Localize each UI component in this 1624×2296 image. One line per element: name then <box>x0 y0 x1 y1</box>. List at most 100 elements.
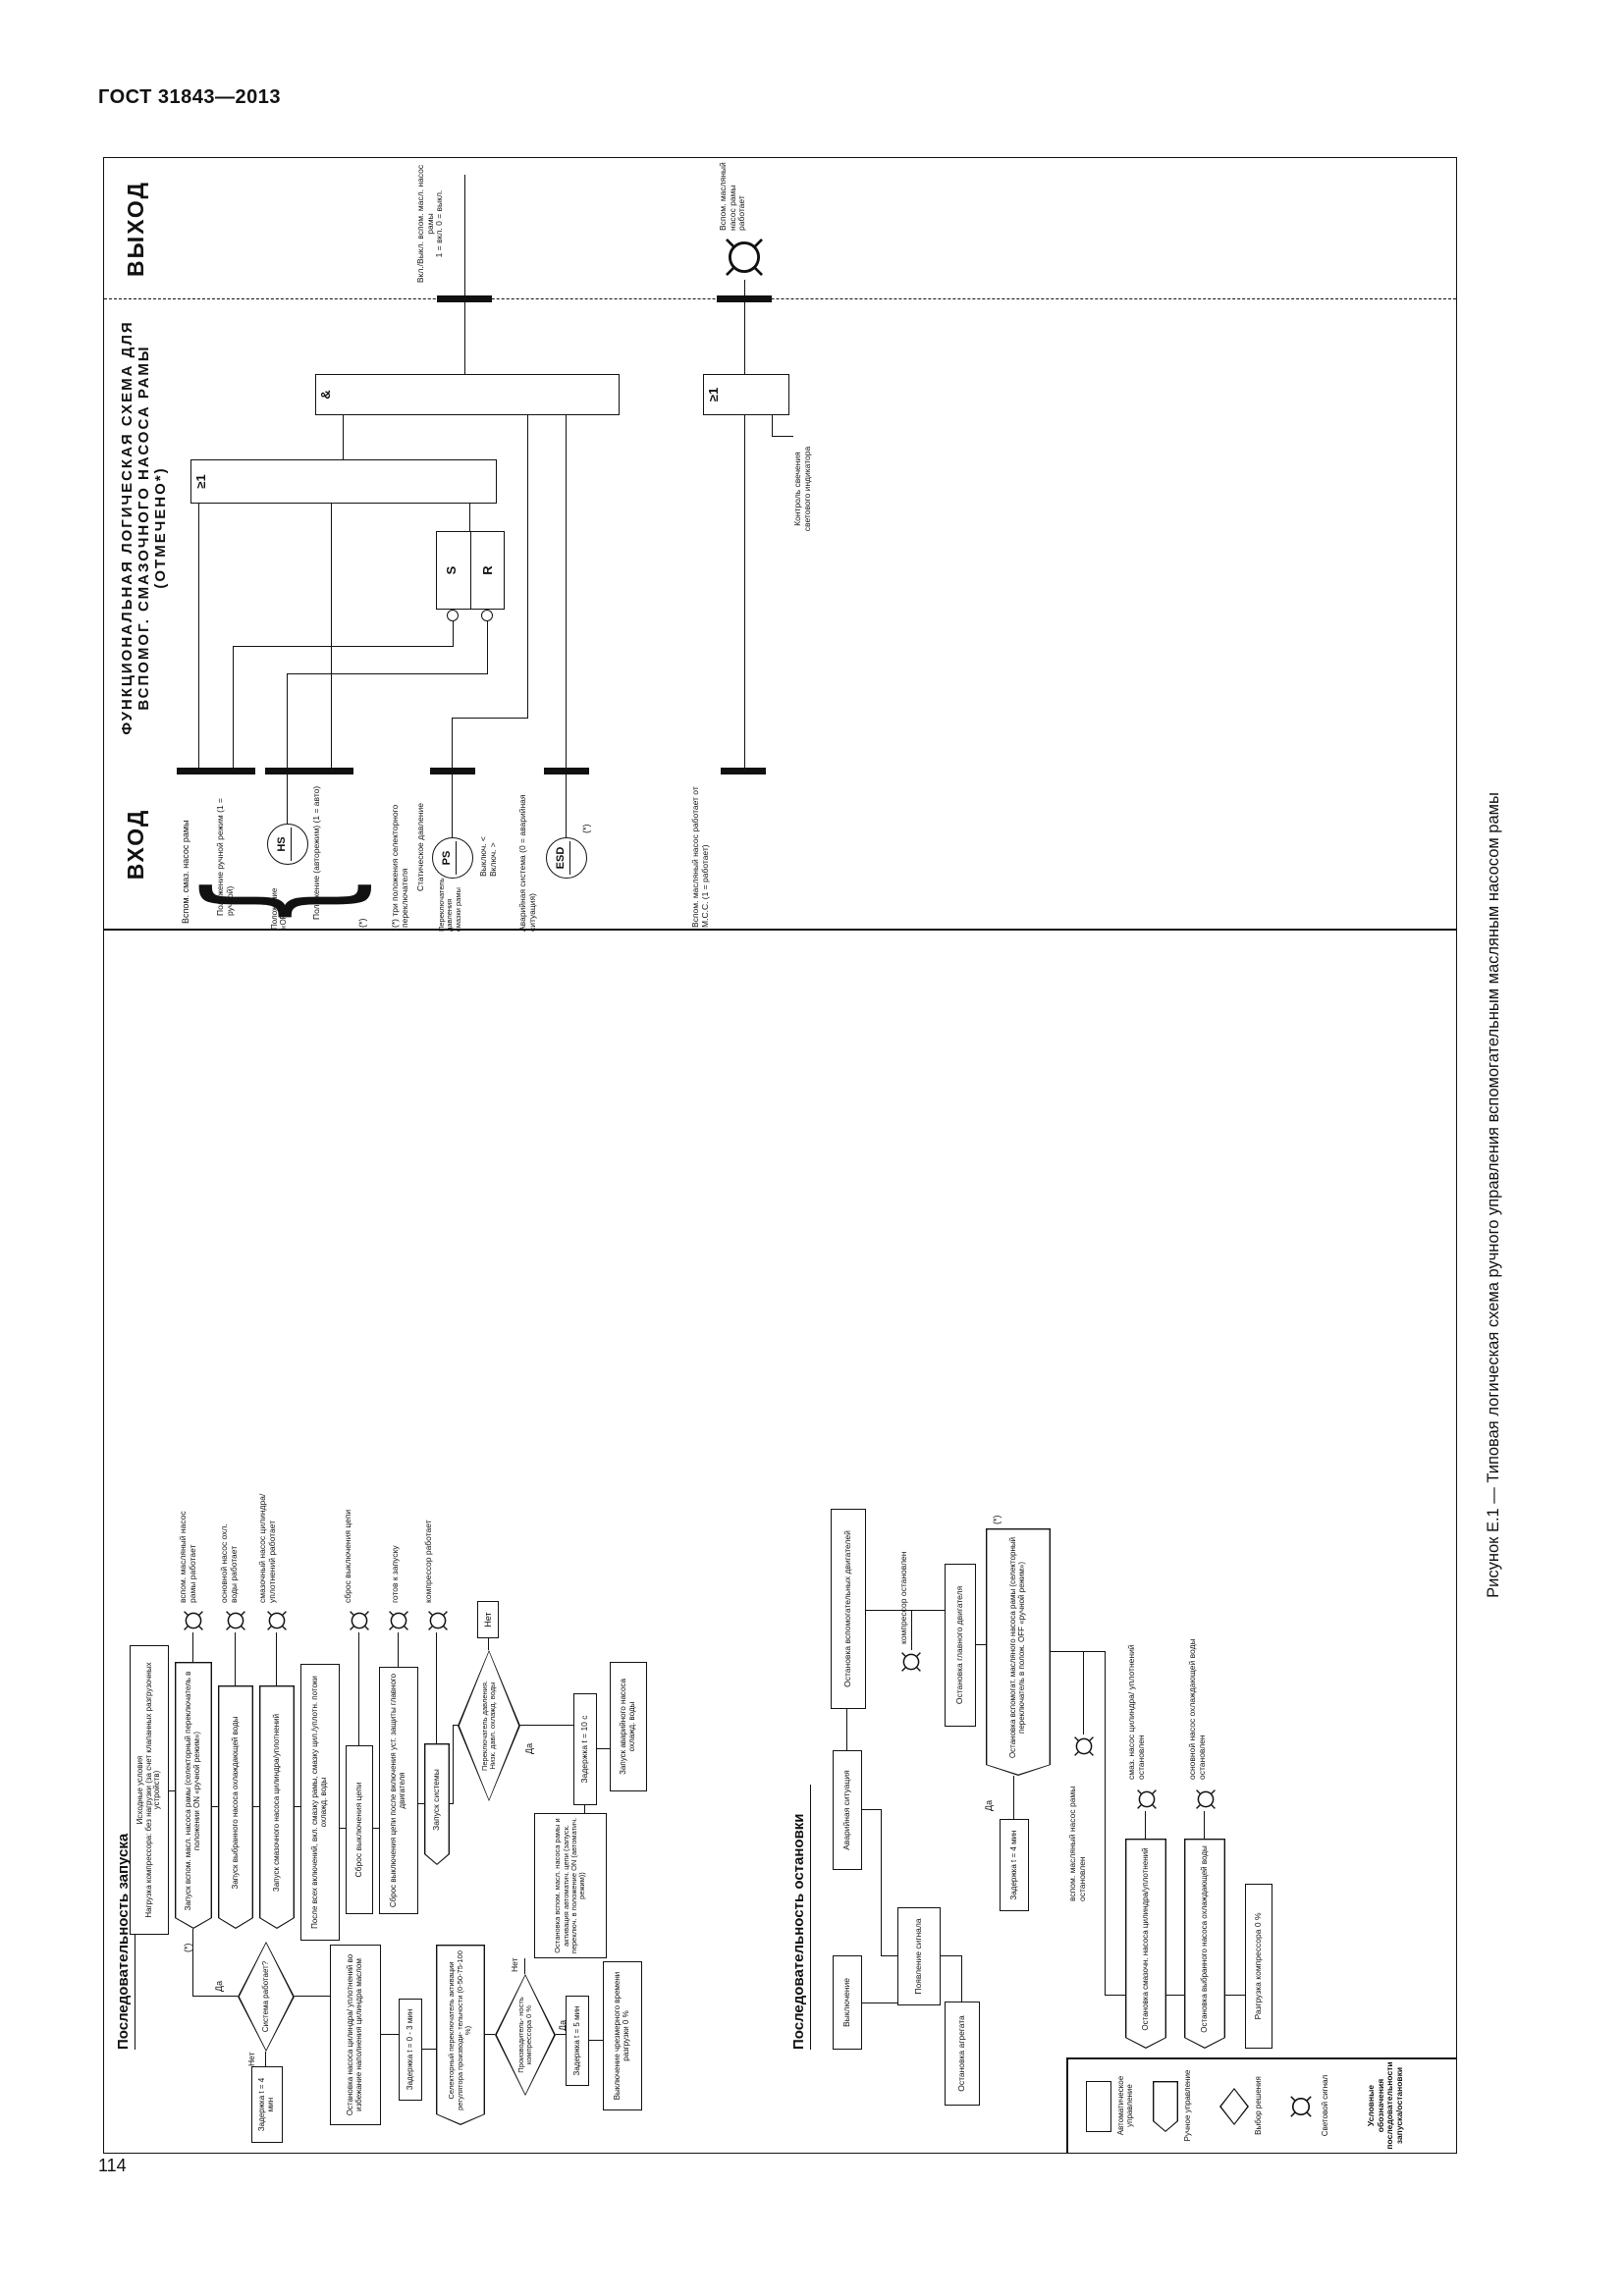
connector-line <box>464 175 466 374</box>
connector-line <box>233 647 235 768</box>
flow-manual: Остановка выбранного насоса охлаждающей … <box>1184 1839 1225 2049</box>
junction-dot <box>447 610 459 621</box>
text-label: Выбор решения <box>1254 2076 1263 2135</box>
connector-line <box>1105 1652 1107 1996</box>
output-band-label: ВЫХОД <box>123 181 148 277</box>
lamp-icon <box>182 1609 205 1632</box>
connector-line <box>265 2052 267 2066</box>
connector-line <box>584 1805 586 1813</box>
text-label: Выключ. < Включ. > <box>478 836 498 877</box>
connector-line <box>566 415 568 768</box>
document-header: ГОСТ 31843—2013 <box>98 86 281 108</box>
text-label: (*) три положения селекторного переключа… <box>390 804 409 928</box>
lamp-icon <box>224 1609 247 1632</box>
text-label: Аварийная система (0 = аварийная ситуаци… <box>517 794 537 933</box>
flow-box: Выключение <box>833 1955 862 2050</box>
text-label: (*) <box>581 824 591 834</box>
connector-line <box>422 2048 436 2050</box>
flow-box: Остановка агрегата <box>945 2002 980 2106</box>
text-label: (*) <box>357 918 367 929</box>
flow-box: Остановка главного двигателя <box>945 1564 976 1727</box>
lamp-icon <box>348 1609 371 1632</box>
connector-line <box>772 415 774 437</box>
text-label: Да <box>984 1799 994 1811</box>
connector-line <box>961 1956 963 2002</box>
divider-output-band <box>104 298 1456 299</box>
legend-auto-symbol <box>1086 2081 1111 2132</box>
legend-manual-symbol <box>1153 2081 1178 2132</box>
lamp-icon <box>899 1650 923 1674</box>
hs-selector-icon: HS <box>267 824 308 865</box>
flow-manual: Запуск смазочного насоса цилиндра/уплотн… <box>259 1685 295 1929</box>
connector-line <box>436 1632 438 1743</box>
connector-line <box>198 504 200 768</box>
connector-line <box>1166 1994 1184 1996</box>
flow-box: После всех включений, вкл. смазку рамы, … <box>300 1664 340 1941</box>
flow-manual: Запуск выбранного насоса охлаждающей вод… <box>218 1685 253 1929</box>
text-label: вспом. масляный насос рамы работает <box>178 1511 197 1603</box>
connector-line <box>524 1958 526 1974</box>
flow-box: Разгрузка компрессора 0 % <box>1245 1884 1272 2049</box>
text-label: Автоматическое управление <box>1116 2075 1134 2136</box>
text-label: Да <box>214 1980 224 1992</box>
connector-line <box>452 719 454 768</box>
connector-line <box>343 415 345 459</box>
connector-line <box>881 1954 897 1956</box>
connector-line <box>772 435 793 437</box>
flow-box: Задержка t = 5 мин <box>566 1996 589 2086</box>
connector-line <box>597 1747 610 1749</box>
legend-lamp-symbol <box>1288 2094 1314 2119</box>
connector-line <box>976 1643 986 1645</box>
junction-dot <box>481 610 493 621</box>
connector-line <box>862 1808 882 1810</box>
and-gate: & <box>315 374 620 415</box>
connector-line <box>1145 1811 1147 1839</box>
connector-line <box>192 1632 194 1662</box>
text-label: Вспом. масляный насос работает от М.С.С.… <box>690 786 710 928</box>
connector-line <box>287 674 289 768</box>
connector-line <box>452 774 454 837</box>
connector-line <box>1013 1776 1015 1819</box>
flow-manual: Запуск системы <box>424 1743 450 1865</box>
output-lamp-icon <box>722 235 767 280</box>
input-band-label: ВХОД <box>123 808 148 881</box>
flow-box: Сброс выключения цепи после включения ус… <box>379 1667 418 1914</box>
text-label: Переключатель давления смазки рамы <box>437 878 462 932</box>
text-label: Вкл./Выкл. вспом. масл. насос рамы 1 = в… <box>415 164 445 284</box>
connector-line <box>566 774 568 837</box>
connector-line <box>520 1724 573 1726</box>
page-number: 114 <box>98 2156 127 2175</box>
text-label: вспом. масляный насос рамы остановлен <box>1067 1786 1087 1901</box>
connector-line <box>453 1725 455 1804</box>
connector-line <box>233 645 454 647</box>
connector-line <box>398 1632 400 1667</box>
connector-line <box>331 504 333 768</box>
decision-diamond: Переключатель давления. Низк. давл. охла… <box>458 1650 520 1801</box>
or-gate-2: ≥1 <box>703 374 789 415</box>
flow-box: Остановка насоса цилиндра/ уплотнений во… <box>330 1945 381 2125</box>
connector-line <box>866 1609 945 1611</box>
connector-line <box>381 2033 399 2035</box>
signal-terminal <box>721 768 766 774</box>
text-label: Нет <box>510 1957 519 1972</box>
connector-line <box>169 1789 175 1791</box>
flow-box: Задержка t = 4 мин <box>1000 1819 1029 1911</box>
flow-box: Аварийная ситуация <box>833 1750 862 1870</box>
lamp-icon <box>387 1609 410 1632</box>
flow-manual: Селекторный переключатель активации регу… <box>436 1945 485 2125</box>
text-label: (*) <box>183 1943 192 1953</box>
connector-line <box>373 1827 379 1829</box>
figure-caption: Рисунок Е.1 — Типовая логическая схема р… <box>1485 792 1502 1598</box>
connector-line <box>340 1827 346 1829</box>
connector-line <box>744 299 746 374</box>
connector-line <box>418 1802 424 1804</box>
text-label: Нет <box>246 2052 256 2066</box>
connector-line <box>846 1709 848 1750</box>
connector-line <box>485 2033 495 2035</box>
connector-line <box>1051 1650 1106 1652</box>
connector-line <box>469 504 471 531</box>
connector-line <box>453 1724 458 1726</box>
legend-title: Условные обозначения последовательности … <box>1366 2061 1404 2150</box>
